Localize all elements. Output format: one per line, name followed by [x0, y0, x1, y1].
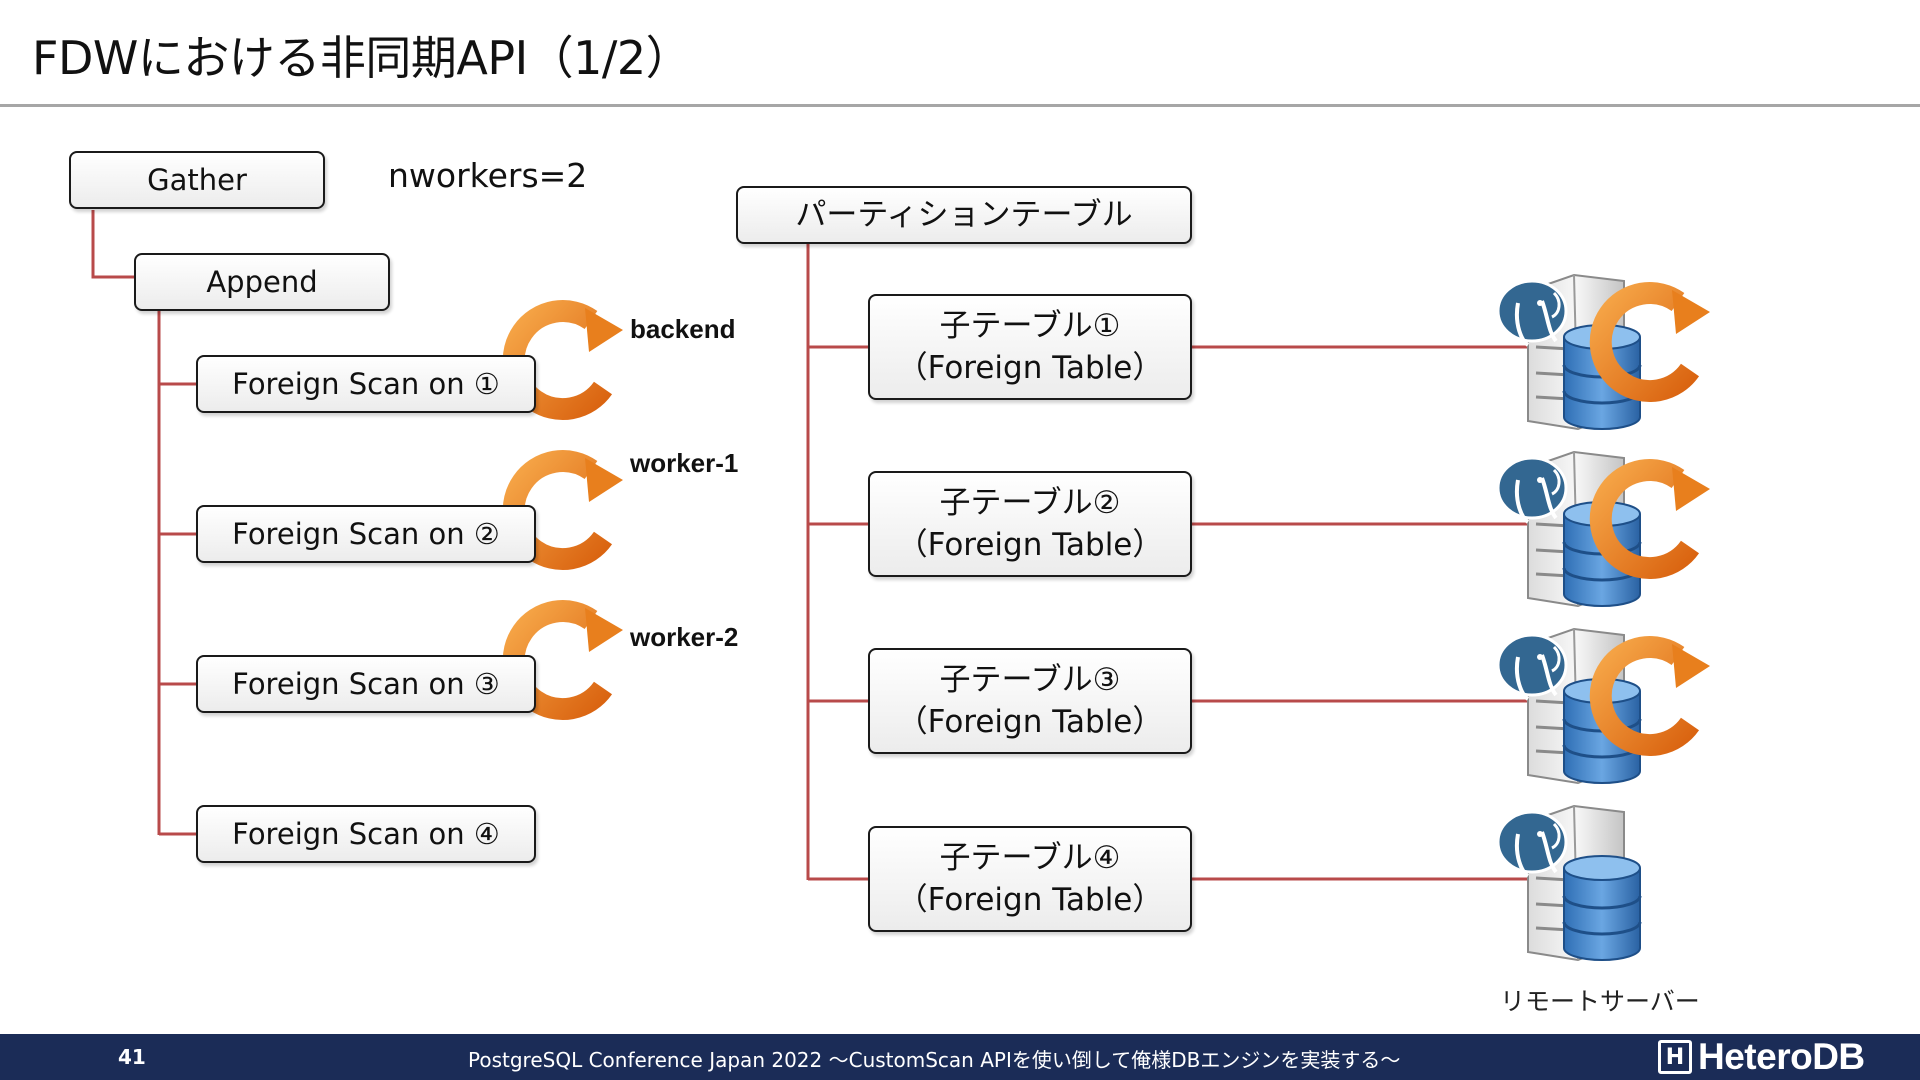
process-label-worker-2: worker-2 — [630, 622, 739, 652]
foreign-scan-node-4: Foreign Scan on ④ — [196, 805, 536, 863]
brand-mark-icon: H — [1658, 1040, 1692, 1074]
foreign-scan-node-1: Foreign Scan on ① — [196, 355, 536, 413]
partition-table-node: パーティションテーブル — [736, 186, 1192, 244]
brand-logo: H HeteroDB — [1658, 1036, 1865, 1077]
gather-node: Gather — [69, 151, 325, 209]
child-table-node-1: 子テーブル① （Foreign Table） — [868, 294, 1192, 400]
title-divider — [0, 104, 1920, 107]
process-label-worker-1: worker-1 — [630, 448, 739, 478]
append-node: Append — [134, 253, 390, 311]
child-table-node-3: 子テーブル③ （Foreign Table） — [868, 648, 1192, 754]
process-label-backend: backend — [630, 314, 736, 344]
brand-name: HeteroDB — [1698, 1036, 1865, 1077]
nworkers-label: nworkers=2 — [388, 156, 588, 195]
footer-caption: PostgreSQL Conference Japan 2022 ～Custom… — [468, 1048, 1401, 1072]
page-number: 41 — [118, 1045, 146, 1069]
child-table-node-2: 子テーブル② （Foreign Table） — [868, 471, 1192, 577]
child-table-type: （Foreign Table） — [896, 882, 1164, 918]
child-table-name: 子テーブル① — [939, 308, 1121, 344]
child-table-type: （Foreign Table） — [896, 704, 1164, 740]
child-table-type: （Foreign Table） — [896, 527, 1164, 563]
footer-bar: 41 PostgreSQL Conference Japan 2022 ～Cus… — [0, 1034, 1920, 1080]
slide-title: FDWにおける非同期API（1/2） — [32, 31, 692, 85]
remote-server-label: リモートサーバー — [1500, 987, 1700, 1016]
foreign-scan-node-2: Foreign Scan on ② — [196, 505, 536, 563]
child-table-name: 子テーブル② — [939, 485, 1121, 521]
child-table-name: 子テーブル③ — [939, 662, 1121, 698]
plan-connectors — [91, 210, 198, 836]
remote-server-4 — [1496, 804, 1642, 962]
foreign-scan-node-3: Foreign Scan on ③ — [196, 655, 536, 713]
child-table-name: 子テーブル④ — [939, 840, 1121, 876]
child-table-type: （Foreign Table） — [896, 350, 1164, 386]
partition-connectors — [806, 244, 1540, 881]
child-table-node-4: 子テーブル④ （Foreign Table） — [868, 826, 1192, 932]
